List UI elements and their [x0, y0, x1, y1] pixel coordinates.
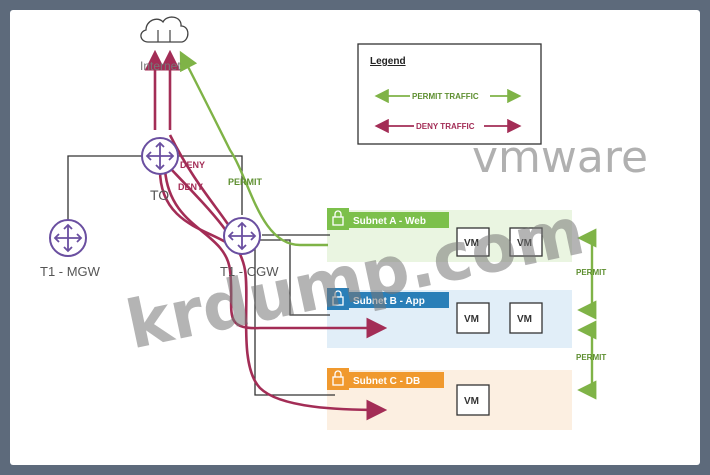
- permit-arrows: [179, 50, 597, 400]
- vm-a2: VM: [509, 227, 543, 257]
- t0-router-icon: [141, 137, 179, 175]
- deny-label-2: DENY: [178, 182, 203, 192]
- svg-text:VM: VM: [464, 238, 479, 249]
- t0-label: TO: [150, 187, 169, 203]
- lock-icon: [332, 376, 344, 386]
- legend-permit: PERMIT TRAFFIC: [412, 92, 479, 101]
- svg-text:VM: VM: [464, 396, 479, 407]
- subnet-c-name: Subnet C - DB: [353, 376, 420, 387]
- vm-b1: VM: [456, 302, 490, 334]
- t1-mgw-label: T1 - MGW: [40, 264, 101, 279]
- subnet-b-header: Subnet B - App: [327, 288, 449, 310]
- permit-label-bc: PERMIT: [576, 353, 606, 362]
- legend: Legend PERMIT TRAFFIC DENY TRAFFIC: [357, 43, 542, 145]
- t1-mgw-router-icon: [49, 219, 87, 257]
- diagram-frame: Internet TO T1 - MGW: [10, 10, 700, 465]
- permit-label: PERMIT: [228, 177, 263, 187]
- subnet-c-header: Subnet C - DB: [327, 368, 444, 390]
- svg-text:VM: VM: [464, 314, 479, 325]
- subnet-b-name: Subnet B - App: [353, 296, 425, 307]
- svg-text:VM: VM: [517, 314, 532, 325]
- deny-label-1: DENY: [180, 160, 205, 170]
- permit-label-ab: PERMIT: [576, 268, 606, 277]
- vm-b2: VM: [509, 302, 543, 334]
- internet-label: Internet: [140, 59, 181, 73]
- lock-icon: [332, 216, 344, 226]
- internet-cloud-icon: [140, 16, 189, 43]
- subnet-a-name: Subnet A - Web: [353, 216, 426, 227]
- t1-cgw-router-icon: [223, 217, 261, 255]
- subnet-a-header: Subnet A - Web: [327, 208, 449, 230]
- t1-cgw-label: T1 - CGW: [220, 264, 279, 279]
- network-diagram: Internet TO T1 - MGW: [40, 16, 648, 430]
- vmware-watermark: vmware: [472, 132, 648, 183]
- vm-c1: VM: [456, 384, 490, 416]
- legend-title: Legend: [370, 56, 406, 67]
- lock-icon: [332, 296, 344, 306]
- vm-a1: VM: [456, 227, 490, 257]
- legend-deny: DENY TRAFFIC: [416, 122, 475, 131]
- svg-text:VM: VM: [517, 238, 532, 249]
